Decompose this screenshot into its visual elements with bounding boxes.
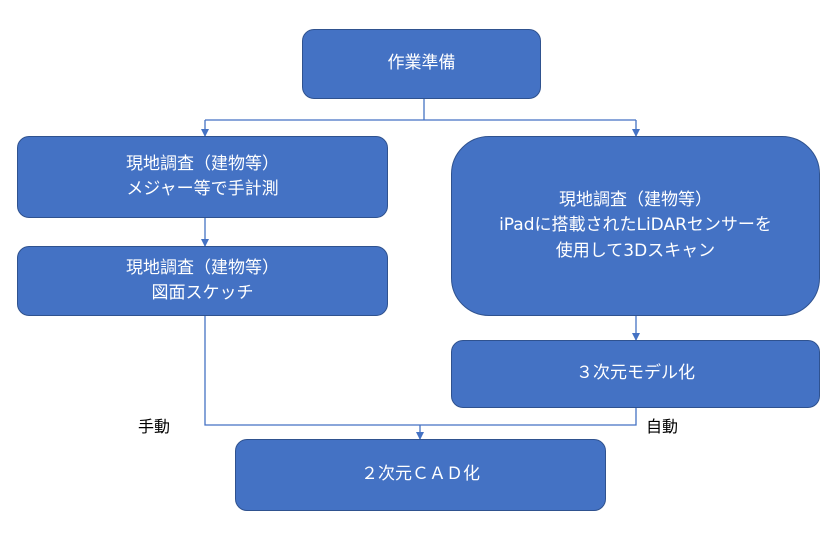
node-survey-lidar: 現地調査（建物等） iPadに搭載されたLiDARセンサーを 使用して3Dスキャ… [451,136,820,316]
node-survey-sketch: 現地調査（建物等） 図面スケッチ [17,246,388,316]
connector-manual-branch [204,316,420,426]
connector-auto-branch [420,408,637,426]
node-3d-model: ３次元モデル化 [451,340,820,408]
edge-label-manual: 手動 [138,417,171,436]
node-prep: 作業準備 [302,29,541,99]
edge-label-automatic: 自動 [646,417,679,436]
node-cad-2d: ２次元ＣＡＤ化 [235,439,606,511]
node-survey-manual-measure: 現地調査（建物等） メジャー等で手計測 [17,136,388,218]
